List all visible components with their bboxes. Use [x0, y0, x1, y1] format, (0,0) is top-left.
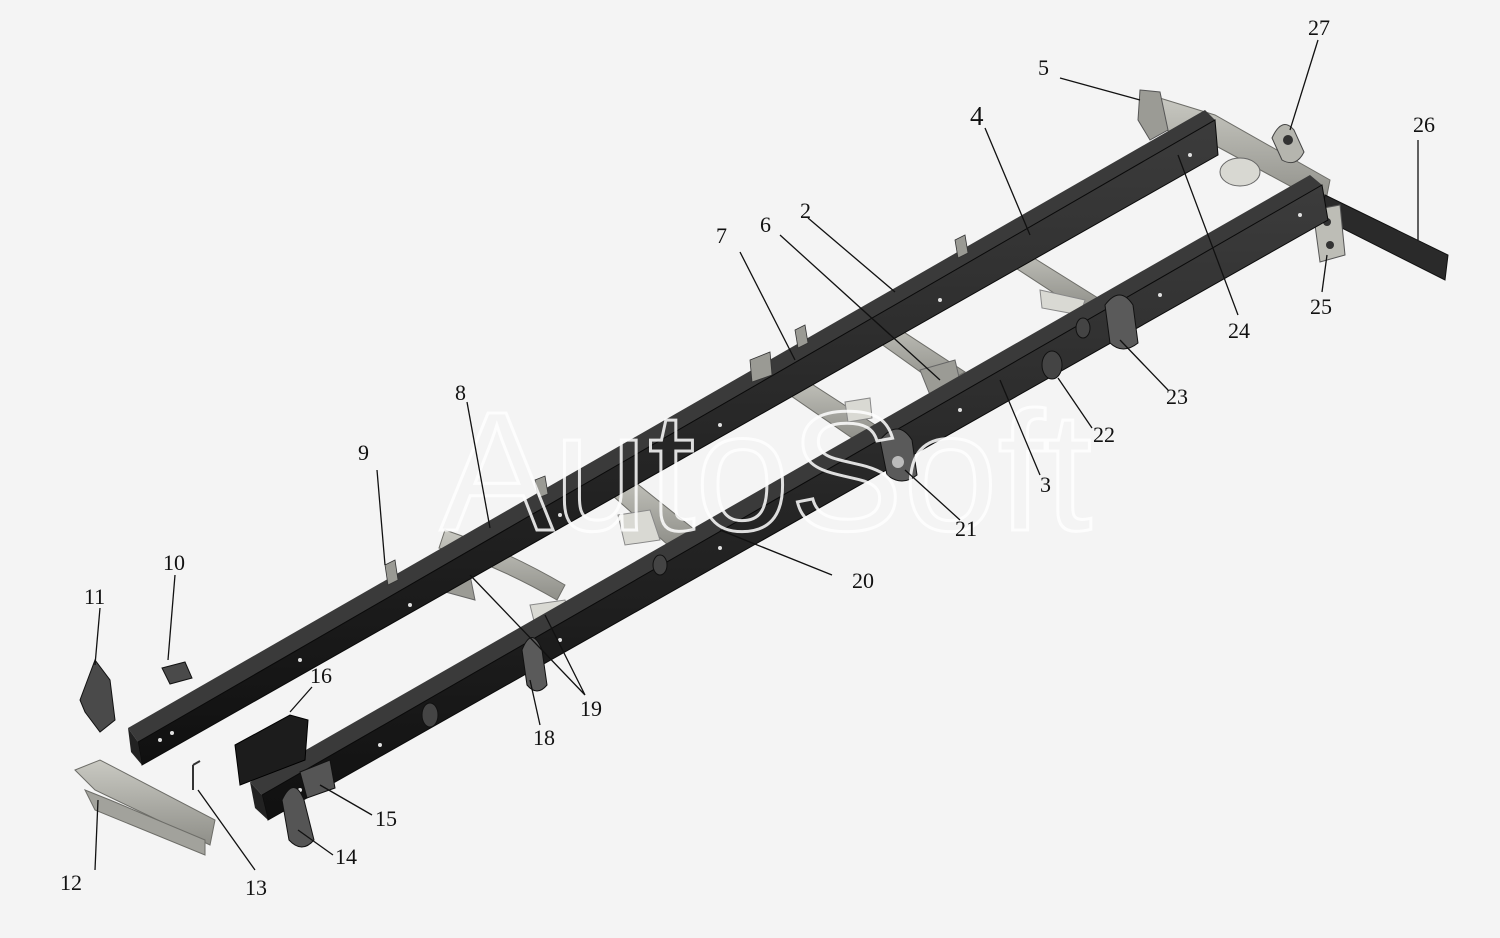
shield-16 [234, 714, 309, 786]
rail-brackets [384, 234, 969, 586]
callout-11: 11 [84, 584, 105, 609]
callout-15: 15 [375, 806, 397, 831]
rail-holes [158, 153, 1302, 792]
callout-25: 25 [1310, 294, 1332, 319]
callout-16: 16 [310, 663, 332, 688]
tow-hook-27 [1271, 124, 1305, 164]
callout-8: 8 [455, 380, 466, 405]
spring-bracket-23 [1104, 294, 1139, 350]
callout-21: 21 [955, 516, 977, 541]
callouts: 2 3 4 5 6 7 8 9 10 11 12 13 14 15 16 18 … [60, 15, 1435, 900]
bracket-22 [1041, 350, 1063, 380]
callout-22: 22 [1093, 422, 1115, 447]
callout-13: 13 [245, 875, 267, 900]
callout-9: 9 [358, 440, 369, 465]
callout-24: 24 [1228, 318, 1250, 343]
callout-18: 18 [533, 725, 555, 750]
callout-4: 4 [970, 101, 984, 131]
callout-2: 2 [800, 198, 811, 223]
callout-7: 7 [716, 223, 727, 248]
pin-13 [192, 760, 201, 790]
left-side-rail [128, 110, 1219, 766]
rear-bracket-5 [1137, 89, 1169, 141]
callout-26: 26 [1413, 112, 1435, 137]
spring-bracket-18 [521, 637, 548, 692]
leader-lines [94, 39, 1419, 871]
callout-10: 10 [163, 550, 185, 575]
callout-14: 14 [335, 844, 357, 869]
bumper-bracket-12 [74, 759, 216, 856]
callout-5: 5 [1038, 55, 1049, 80]
callout-27: 27 [1308, 15, 1330, 40]
part-10 [161, 661, 193, 685]
front-spring-bracket-14 [281, 787, 315, 848]
bracket-small-right [421, 317, 1091, 728]
callout-12: 12 [60, 870, 82, 895]
watermark: AutoSoft [440, 377, 1092, 567]
callout-19: 19 [580, 696, 602, 721]
callout-6: 6 [760, 212, 771, 237]
callout-3: 3 [1040, 472, 1051, 497]
front-bracket-11 [79, 658, 116, 733]
callout-23: 23 [1166, 384, 1188, 409]
spring-bracket-21 [879, 428, 918, 482]
callout-20: 20 [852, 568, 874, 593]
